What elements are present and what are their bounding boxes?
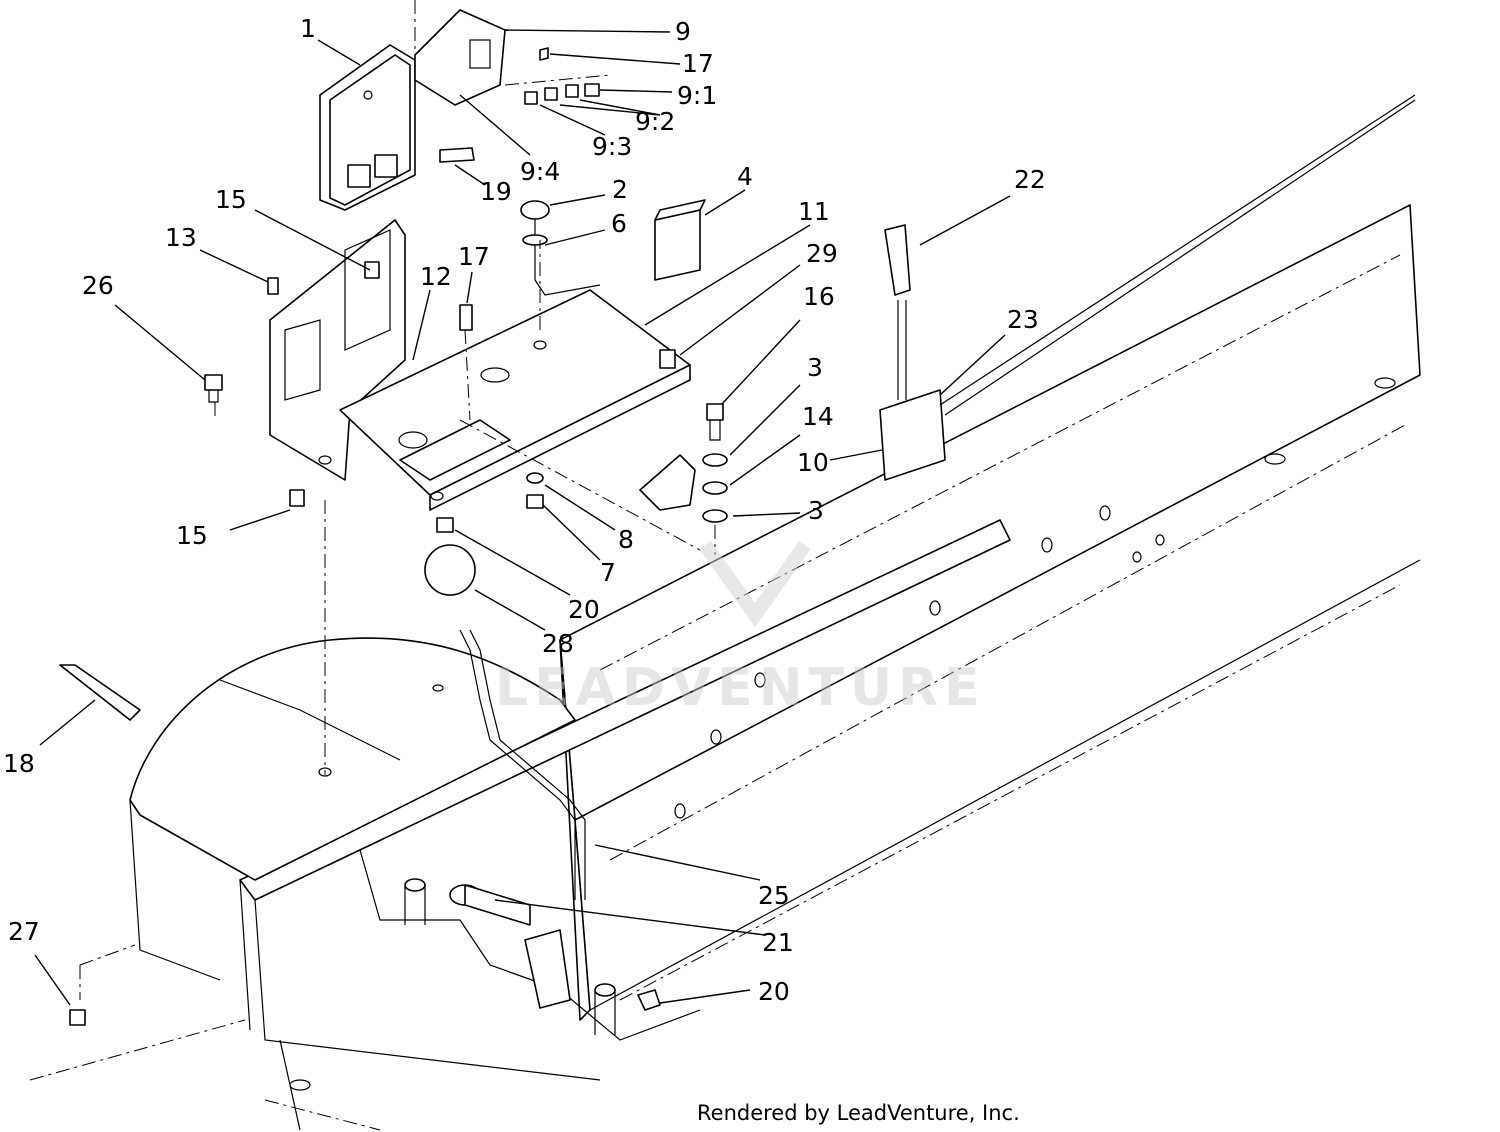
callout-labels: 1 9 17 9:1 9:2 9:3 9:4 19 2 4 6 11 29 15… [3,14,1046,1006]
callout-19: 19 [480,177,512,206]
watermark-text: LEADVENTURE [495,658,986,718]
callout-25: 25 [758,881,790,910]
callout-10: 10 [797,448,829,477]
alignment-lines [214,0,716,775]
relay [654,199,706,281]
callout-2: 2 [612,175,628,204]
render-credit: Rendered by LeadVenture, Inc. [697,1101,1020,1125]
callout-17-top: 17 [682,49,714,78]
frame-rail [559,204,1421,1021]
callout-14: 14 [802,402,834,431]
seat-pan [79,637,576,1000]
control-module [319,44,416,211]
callout-3-lower: 3 [808,496,824,525]
callout-12: 12 [420,262,452,291]
callout-15-top: 15 [215,185,247,214]
shift-lever [404,544,616,1035]
callout-23: 23 [1007,305,1039,334]
callout-9: 9 [675,17,691,46]
callout-8: 8 [618,525,634,554]
callout-3-upper: 3 [807,353,823,382]
callout-20-mid: 20 [568,595,600,624]
callout-22: 22 [1014,165,1046,194]
callout-7: 7 [600,558,616,587]
callout-6: 6 [611,209,627,238]
callout-9-4: 9:4 [520,157,560,186]
callout-9-3: 9:3 [592,132,632,161]
key-switch [520,200,601,296]
lower-frame [29,519,1011,1131]
watermark: LEADVENTURE [495,540,986,718]
callout-9-2: 9:2 [635,107,675,136]
leader-lines [34,29,1011,1006]
callout-16: 16 [803,282,835,311]
callout-27: 27 [8,917,40,946]
lever-assembly [879,94,1416,481]
callout-15-bottom: 15 [176,521,208,550]
hardware [59,261,728,1026]
callout-17-mid: 17 [458,242,490,271]
callout-29: 29 [806,239,838,268]
callout-20-bottom: 20 [758,977,790,1006]
mounting-bracket [269,219,691,511]
callout-4: 4 [737,162,753,191]
callout-18: 18 [3,749,35,778]
callout-13: 13 [165,223,197,252]
callout-21: 21 [762,928,794,957]
callout-1: 1 [300,14,316,43]
callout-26: 26 [82,271,114,300]
callout-28: 28 [542,629,574,658]
callout-11: 11 [798,197,830,226]
callout-9-1: 9:1 [677,81,717,110]
lockout-plate [639,454,696,511]
fuse-block [414,9,600,163]
